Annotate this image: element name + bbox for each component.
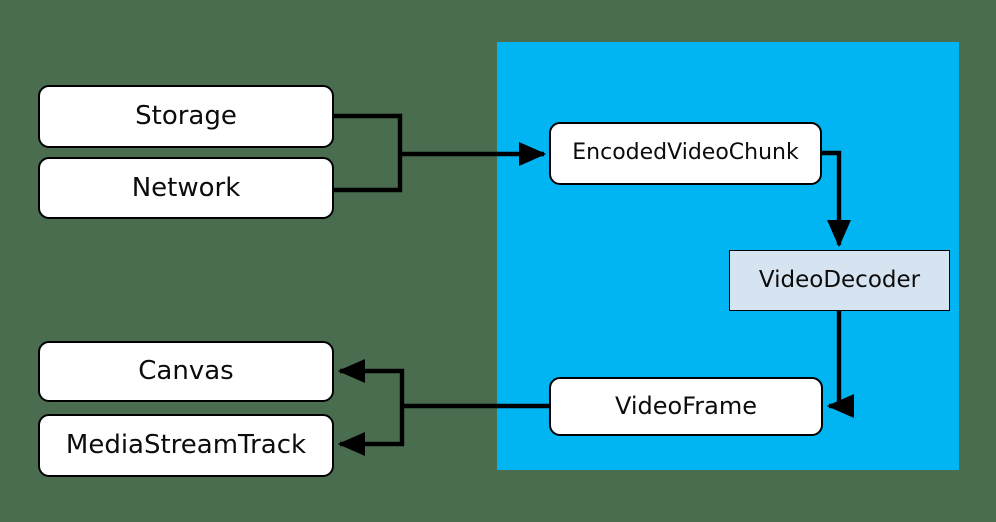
node-videodecoder[interactable]: VideoDecoder <box>729 250 950 311</box>
node-network-label: Network <box>131 172 241 203</box>
node-encodedvideochunk-label: EncodedVideoChunk <box>572 140 799 166</box>
node-encodedvideochunk[interactable]: EncodedVideoChunk <box>549 122 822 185</box>
node-videoframe-label: VideoFrame <box>614 392 758 421</box>
node-storage[interactable]: Storage <box>38 85 334 148</box>
node-mediastreamtrack-label: MediaStreamTrack <box>65 430 307 461</box>
node-storage-label: Storage <box>135 101 237 132</box>
edge-storage-to-encodedvideochunk <box>334 113 403 154</box>
node-mediastreamtrack[interactable]: MediaStreamTrack <box>38 414 334 477</box>
node-videodecoder-label: VideoDecoder <box>758 266 921 293</box>
edge-network-to-encodedvideochunk <box>334 154 403 193</box>
node-videoframe[interactable]: VideoFrame <box>549 377 823 436</box>
node-network[interactable]: Network <box>38 157 334 219</box>
edge-split-to-mediastreamtrack <box>337 406 405 457</box>
node-canvas[interactable]: Canvas <box>38 341 334 402</box>
edge-encodedvideochunk-to-videodecoder <box>822 150 852 248</box>
edge-split-to-canvas <box>337 358 405 406</box>
edge-videodecoder-to-videoframe <box>826 311 855 419</box>
node-canvas-label: Canvas <box>138 356 234 387</box>
